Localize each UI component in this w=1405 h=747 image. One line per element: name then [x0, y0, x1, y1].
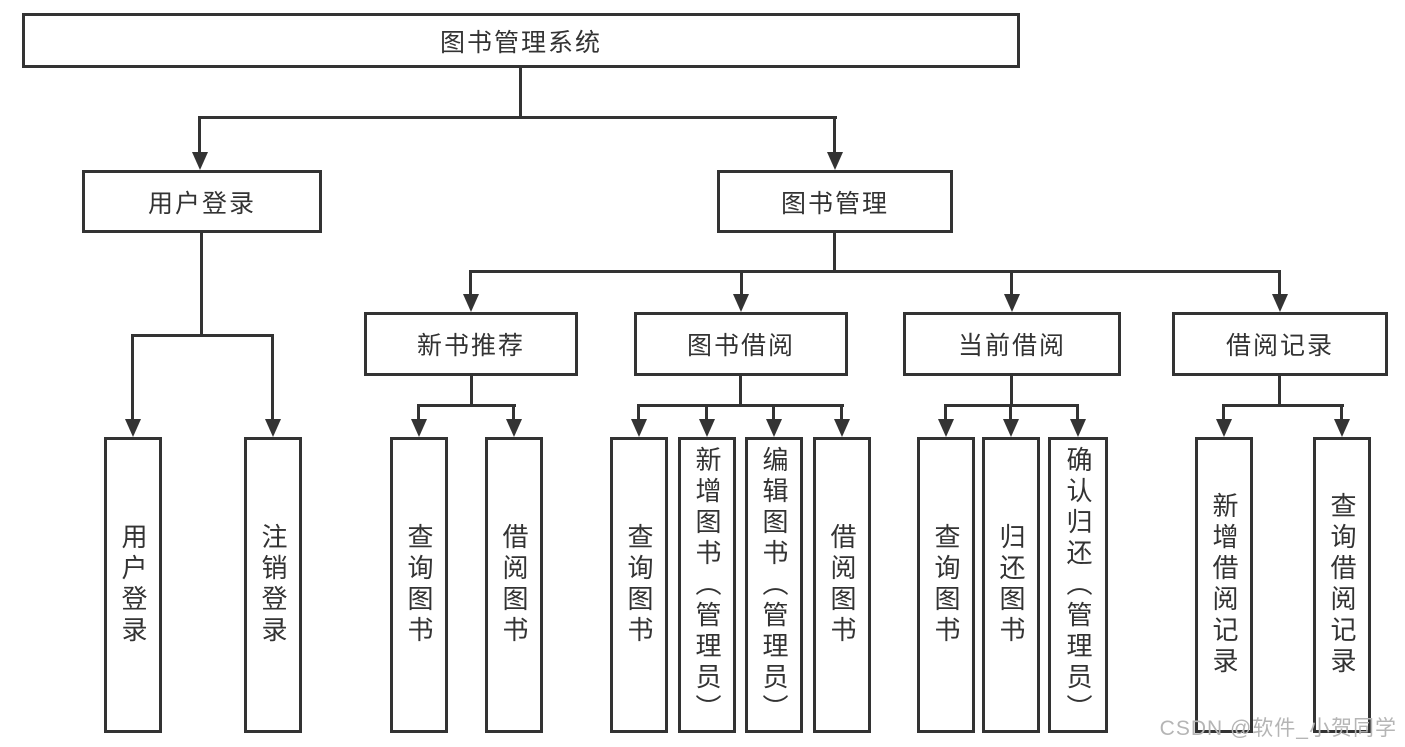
- leaf-add-borrow-record: 新增借阅记录: [1195, 437, 1253, 733]
- connector-line: [1076, 404, 1079, 421]
- leaf-borrow-books-recommend: 借阅图书: [485, 437, 543, 733]
- arrowhead-down-icon: [938, 419, 954, 437]
- arrowhead-down-icon: [192, 152, 208, 170]
- connector-line: [417, 404, 516, 407]
- node-label: 借阅记录: [1225, 332, 1334, 360]
- node-label: 新书推荐: [416, 332, 525, 360]
- connector-line: [198, 116, 837, 119]
- arrowhead-down-icon: [265, 419, 281, 437]
- leaf-add-books-admin: 新增图书（管理员）: [678, 437, 736, 733]
- leaf-return-books: 归还图书: [982, 437, 1040, 733]
- node-label: 借阅图书: [499, 523, 529, 647]
- connector-line: [944, 404, 947, 421]
- leaf-query-books-borrowing: 查询图书: [610, 437, 668, 733]
- connector-line: [1010, 376, 1013, 407]
- watermark: CSDN @软件_小贺同学: [1159, 717, 1397, 740]
- leaf-query-books-recommend: 查询图书: [390, 437, 448, 733]
- node-label: 编辑图书（管理员）: [759, 445, 789, 725]
- arrowhead-down-icon: [834, 419, 850, 437]
- arrowhead-down-icon: [1004, 294, 1020, 312]
- node-label: 查询图书: [404, 523, 434, 647]
- connector-line: [1278, 376, 1281, 407]
- connector-line: [840, 404, 843, 421]
- node-new-book-recommend: 新书推荐: [364, 312, 578, 376]
- arrowhead-down-icon: [699, 419, 715, 437]
- connector-line: [637, 404, 844, 407]
- connector-line: [1009, 404, 1012, 421]
- node-book-management: 图书管理: [717, 170, 953, 233]
- node-label: 图书借阅: [686, 332, 795, 360]
- connector-line: [271, 334, 274, 421]
- arrowhead-down-icon: [463, 294, 479, 312]
- node-library-management-system: 图书管理系统: [22, 13, 1020, 68]
- node-label: 用户登录: [118, 523, 148, 647]
- node-borrowing-records: 借阅记录: [1172, 312, 1388, 376]
- connector-line: [740, 270, 743, 296]
- arrowhead-down-icon: [125, 419, 141, 437]
- connector-line: [1010, 270, 1013, 296]
- arrowhead-down-icon: [1003, 419, 1019, 437]
- connector-line: [512, 404, 515, 421]
- leaf-borrow-books-borrowing: 借阅图书: [813, 437, 871, 733]
- arrowhead-down-icon: [1334, 419, 1350, 437]
- leaf-edit-books-admin: 编辑图书（管理员）: [745, 437, 803, 733]
- connector-line: [469, 270, 472, 296]
- node-book-borrowing: 图书借阅: [634, 312, 848, 376]
- arrowhead-down-icon: [827, 152, 843, 170]
- arrowhead-down-icon: [1272, 294, 1288, 312]
- node-label: 用户登录: [147, 189, 256, 218]
- connector-line: [1222, 404, 1225, 421]
- node-label: 当前借阅: [957, 332, 1066, 360]
- connector-line: [1278, 270, 1281, 296]
- leaf-user-login: 用户登录: [104, 437, 162, 733]
- connector-line: [739, 376, 742, 407]
- node-label: 图书管理系统: [439, 28, 602, 57]
- node-label: 查询图书: [931, 523, 961, 647]
- connector-line: [131, 334, 274, 337]
- arrowhead-down-icon: [411, 419, 427, 437]
- connector-line: [637, 404, 640, 421]
- node-label: 借阅图书: [827, 523, 857, 647]
- node-label: 图书管理: [780, 189, 889, 218]
- leaf-logout: 注销登录: [244, 437, 302, 733]
- connector-line: [469, 270, 1281, 273]
- leaf-query-books-current: 查询图书: [917, 437, 975, 733]
- leaf-query-borrow-record: 查询借阅记录: [1313, 437, 1371, 733]
- node-label: 查询图书: [624, 523, 654, 647]
- arrowhead-down-icon: [1070, 419, 1086, 437]
- connector-line: [772, 404, 775, 421]
- connector-line: [417, 404, 420, 421]
- connector-line: [198, 116, 201, 154]
- node-label: 注销登录: [258, 523, 288, 647]
- arrowhead-down-icon: [1216, 419, 1232, 437]
- connector-line: [833, 116, 836, 154]
- connector-line: [833, 233, 836, 273]
- node-label: 新增借阅记录: [1209, 492, 1239, 678]
- arrowhead-down-icon: [766, 419, 782, 437]
- arrowhead-down-icon: [506, 419, 522, 437]
- connector-line: [705, 404, 708, 421]
- arrowhead-down-icon: [733, 294, 749, 312]
- node-label: 确认归还（管理员）: [1063, 445, 1093, 725]
- connector-line: [470, 376, 473, 407]
- node-user-login: 用户登录: [82, 170, 322, 233]
- arrowhead-down-icon: [631, 419, 647, 437]
- node-label: 归还图书: [996, 523, 1026, 647]
- node-label: 查询借阅记录: [1327, 492, 1357, 678]
- connector-line: [1222, 404, 1344, 407]
- connector-line: [131, 334, 134, 421]
- node-label: 新增图书（管理员）: [692, 445, 722, 725]
- connector-line: [1340, 404, 1343, 421]
- leaf-confirm-return-admin: 确认归还（管理员）: [1048, 437, 1108, 733]
- connector-line: [200, 233, 203, 337]
- connector-line: [519, 67, 522, 118]
- node-current-borrowing: 当前借阅: [903, 312, 1121, 376]
